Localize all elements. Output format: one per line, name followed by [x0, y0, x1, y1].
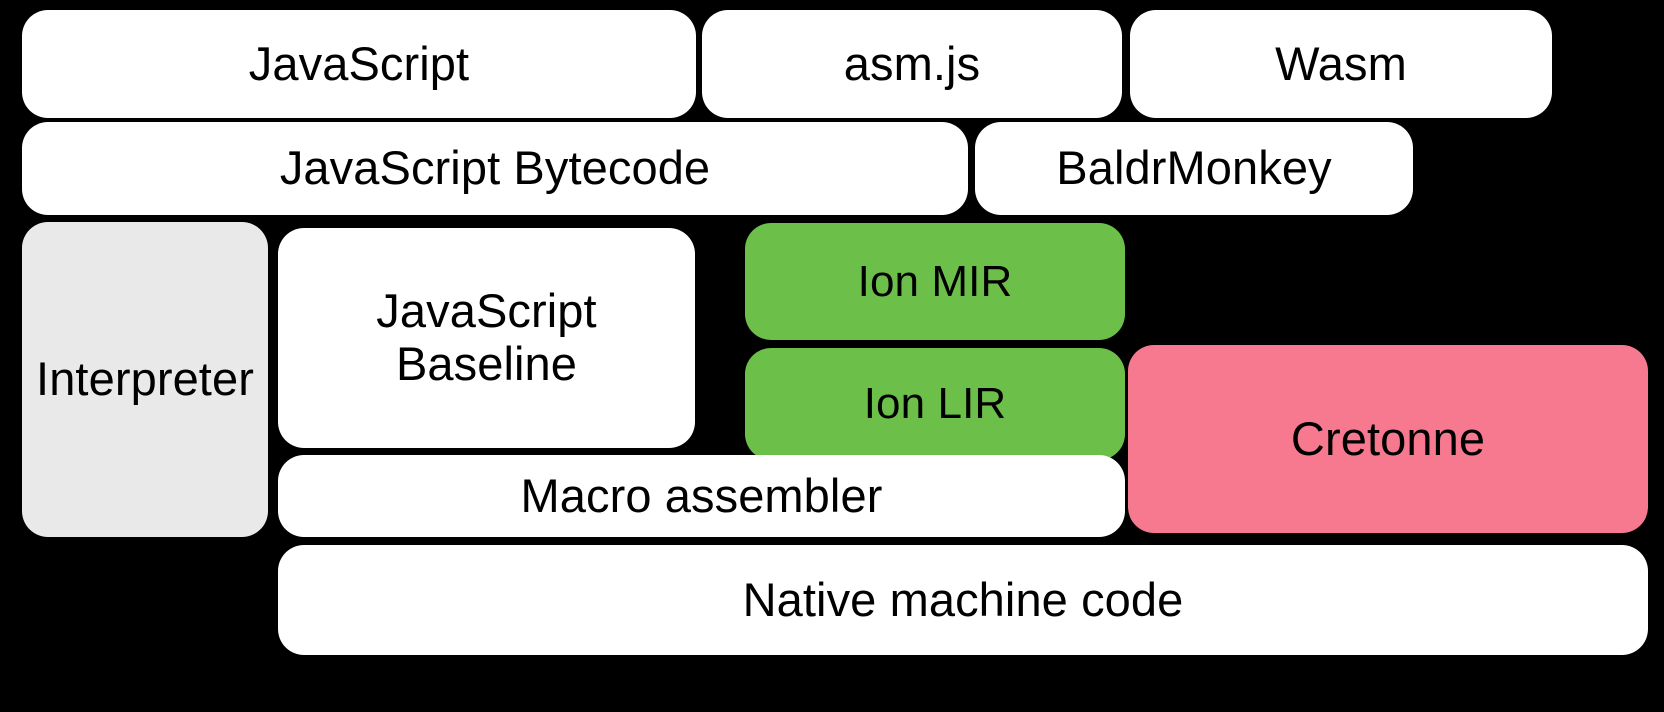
node-javascript-baseline[interactable]: JavaScript Baseline — [278, 228, 695, 448]
node-wasm-label: Wasm — [1275, 36, 1407, 90]
node-asmjs[interactable]: asm.js — [702, 10, 1122, 118]
node-cretonne[interactable]: Cretonne — [1128, 345, 1648, 533]
node-cretonne-label: Cretonne — [1290, 411, 1486, 465]
node-ion-mir[interactable]: Ion MIR — [745, 223, 1125, 340]
node-ion-lir-label: Ion LIR — [863, 379, 1007, 429]
node-javascript-bytecode[interactable]: JavaScript Bytecode — [22, 122, 968, 215]
node-wasm[interactable]: Wasm — [1130, 10, 1552, 118]
node-ion-lir[interactable]: Ion LIR — [745, 348, 1125, 460]
node-interpreter-label: Interpreter — [36, 352, 254, 406]
node-ion-mir-label: Ion MIR — [857, 256, 1013, 306]
node-javascript-baseline-label: JavaScript Baseline — [376, 284, 597, 390]
node-baldrmonkey[interactable]: BaldrMonkey — [975, 122, 1413, 215]
node-native-machine-code[interactable]: Native machine code — [278, 545, 1648, 655]
node-interpreter[interactable]: Interpreter — [22, 222, 268, 537]
node-javascript-bytecode-label: JavaScript Bytecode — [279, 141, 711, 195]
node-javascript[interactable]: JavaScript — [22, 10, 696, 118]
node-javascript-label: JavaScript — [248, 36, 470, 90]
node-asmjs-label: asm.js — [843, 36, 981, 90]
node-macro-assembler-label: Macro assembler — [520, 468, 883, 522]
node-native-machine-code-label: Native machine code — [742, 572, 1184, 626]
node-macro-assembler[interactable]: Macro assembler — [278, 455, 1125, 537]
node-baldrmonkey-label: BaldrMonkey — [1056, 141, 1332, 195]
